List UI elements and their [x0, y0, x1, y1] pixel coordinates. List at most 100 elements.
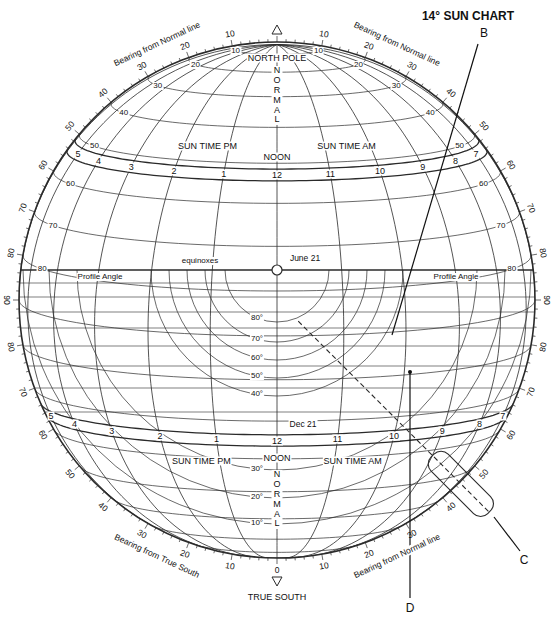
- bearing-number: 80: [538, 341, 548, 352]
- altitude-number: 10°: [250, 519, 264, 527]
- callout-letter: B: [480, 27, 488, 39]
- declination-number: 60: [478, 180, 489, 188]
- bearing-tick: [258, 40, 259, 43]
- hour-number: 9: [419, 162, 426, 171]
- bearing-tick: [527, 362, 530, 364]
- altitude-number: 30°: [250, 465, 264, 473]
- leader-c: [494, 517, 520, 551]
- callout-letter: D: [406, 602, 415, 614]
- bearing-tick: [19, 335, 22, 336]
- bearing-tick: [139, 519, 141, 522]
- bearing-tick: [83, 125, 85, 127]
- bearing-tick: [330, 552, 332, 555]
- altitude-arc: [205, 270, 349, 342]
- altitude-arc: [77, 270, 477, 470]
- bearing-tick: [534, 281, 537, 282]
- hour-line: [277, 45, 535, 300]
- bearing-number: 60: [505, 159, 517, 171]
- sun-time-label: SUN TIME PM: [177, 142, 238, 151]
- hour-number: 2: [157, 432, 164, 441]
- leader-dot: [408, 370, 412, 374]
- declination-number: 10: [230, 47, 241, 55]
- bearing-tick: [496, 162, 499, 164]
- hour-line: [19, 45, 277, 300]
- hour-number: 8: [452, 156, 459, 165]
- bearing-tick: [532, 263, 535, 264]
- bearing-number: 20: [363, 41, 375, 52]
- bearing-number: 40: [97, 87, 110, 100]
- bearing-tick: [500, 168, 505, 171]
- bearing-tick: [486, 452, 488, 454]
- profile-angle-line: [34, 388, 519, 389]
- bearing-tick: [56, 437, 59, 439]
- declination-line: [23, 255, 531, 291]
- noon-label: NOON: [263, 153, 292, 162]
- bearing-tick: [522, 379, 525, 381]
- bearing-tick: [29, 388, 35, 390]
- bearing-tick: [339, 47, 341, 50]
- chart-grid: [19, 43, 535, 558]
- bearing-tick: [96, 486, 98, 488]
- bearing-tick: [535, 300, 541, 301]
- bearing-tick: [102, 106, 104, 108]
- bearing-number: 10: [318, 561, 329, 571]
- bearing-tick: [456, 486, 458, 488]
- altitude-arc: [151, 270, 403, 396]
- bearing-tick: [139, 79, 141, 82]
- bearing-tick: [519, 210, 525, 212]
- bearing-number: 50: [64, 467, 77, 480]
- bearing-tick: [89, 479, 91, 481]
- chart-rim: [19, 42, 535, 558]
- bearing-tick: [390, 65, 391, 68]
- sun-time-band: [67, 149, 487, 181]
- bearing-tick: [513, 194, 516, 195]
- bearing-tick: [294, 557, 295, 560]
- bearing-tick: [48, 168, 53, 171]
- bearing-number: 30: [406, 528, 418, 540]
- bearing-tick: [534, 317, 537, 318]
- bearing-number: 80: [538, 248, 548, 259]
- bearing-tick: [414, 519, 416, 522]
- leader-d: [409, 372, 410, 598]
- bearing-tick: [222, 45, 224, 48]
- hour-number: 1: [213, 435, 220, 444]
- callout-box: [424, 447, 498, 521]
- bearing-tick: [469, 125, 471, 127]
- bearing-tick: [107, 498, 111, 503]
- bearing-tick: [42, 186, 45, 187]
- bearing-tick: [102, 492, 104, 494]
- bearing-tick: [531, 345, 537, 346]
- bearing-tick: [131, 514, 133, 516]
- bearing-tick: [39, 405, 42, 406]
- bearing-number: 90: [543, 295, 552, 304]
- bearing-tick: [374, 58, 375, 61]
- leader-b: [392, 44, 478, 335]
- bearing-tick: [398, 528, 399, 531]
- callout-letter: C: [520, 554, 529, 566]
- bearing-tick: [480, 139, 482, 141]
- bearing-tick: [531, 254, 537, 255]
- center-hole: [272, 265, 282, 275]
- bearing-tick: [29, 379, 32, 381]
- altitude-arc: [187, 270, 367, 360]
- bearing-tick: [83, 473, 85, 475]
- bearing-tick: [463, 119, 465, 121]
- bearing-tick: [500, 429, 505, 432]
- bearing-tick: [29, 210, 35, 212]
- bearing-tick: [22, 245, 25, 247]
- bearing-tick: [71, 459, 73, 461]
- bearing-tick: [277, 558, 278, 564]
- bearing-tick: [17, 272, 20, 273]
- bearing-tick: [89, 119, 91, 121]
- declination-number: 30: [391, 82, 402, 90]
- bearing-tick: [163, 65, 164, 68]
- bearing-number: 70: [525, 202, 536, 214]
- bearing-tick: [527, 236, 530, 238]
- bearing-tick: [406, 523, 409, 528]
- bearing-tick: [475, 466, 480, 470]
- bearing-number: 40: [444, 87, 457, 100]
- bearing-tick: [519, 388, 525, 390]
- bearing-number: 60: [37, 159, 49, 171]
- hour-number: 10: [374, 167, 386, 176]
